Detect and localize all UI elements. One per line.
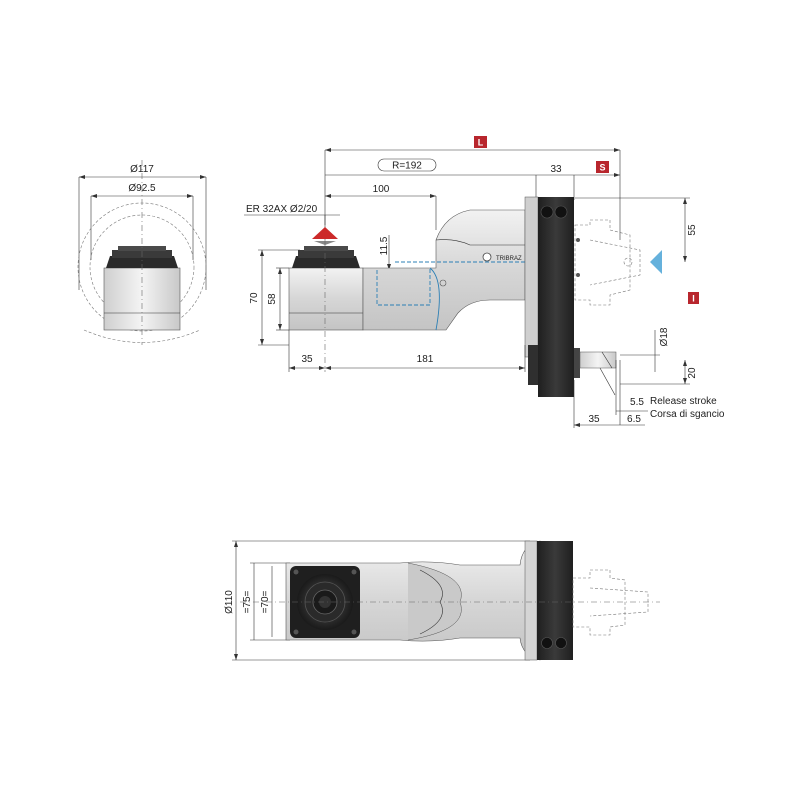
collet-label: ER 32AX Ø2/20 <box>246 204 318 215</box>
marker-I-label: I <box>692 294 695 304</box>
dim-70: 70 <box>249 292 260 304</box>
marker-L-label: L <box>478 138 484 148</box>
dim-100: 100 <box>373 184 390 195</box>
dim-11-5: 11.5 <box>379 236 390 255</box>
tool-flange <box>538 197 574 397</box>
dim-diameter-110: Ø110 <box>224 590 235 614</box>
corsa-di-sgancio-label: Corsa di sgancio <box>650 409 725 420</box>
dim-diameter-18: Ø18 <box>659 327 670 346</box>
dim-20: 20 <box>687 367 698 379</box>
top-view: Ø117 Ø92.5 <box>77 160 207 345</box>
side-view: L R=192 33 S 100 ER 32AX Ø2/20 11.5 <box>244 136 725 428</box>
marker-I <box>688 292 699 304</box>
top-view-collet-nut <box>106 256 178 268</box>
radius-box <box>377 158 437 172</box>
dim-6-5: 6.5 <box>627 414 641 425</box>
bottom-view: Ø110 =75= =70= <box>224 540 660 661</box>
dim-33: 33 <box>550 164 562 175</box>
dim-70-bottom: =70= <box>260 590 271 613</box>
spindle-direction-marker <box>312 227 338 239</box>
bottom-hsk-shank <box>572 569 649 636</box>
marker-S-label: S <box>599 163 605 173</box>
dim-55: 55 <box>687 224 698 236</box>
dim-5-5: 5.5 <box>630 397 644 408</box>
release-stroke-label: Release stroke <box>650 396 717 407</box>
dim-75: =75= <box>242 590 253 613</box>
dim-35-right: 35 <box>588 414 600 425</box>
body-logo: TRIBRAZ <box>496 256 522 262</box>
hsk-shank <box>574 219 641 306</box>
marker-L <box>474 136 487 148</box>
head-block <box>288 267 364 331</box>
dim-radius-192: R=192 <box>392 161 422 172</box>
dim-35-left: 35 <box>301 354 313 365</box>
marker-S <box>596 161 609 173</box>
dim-58: 58 <box>267 293 278 305</box>
side-collet-nut <box>292 256 360 268</box>
dim-181: 181 <box>417 354 434 365</box>
angle-head-arm <box>362 209 526 331</box>
